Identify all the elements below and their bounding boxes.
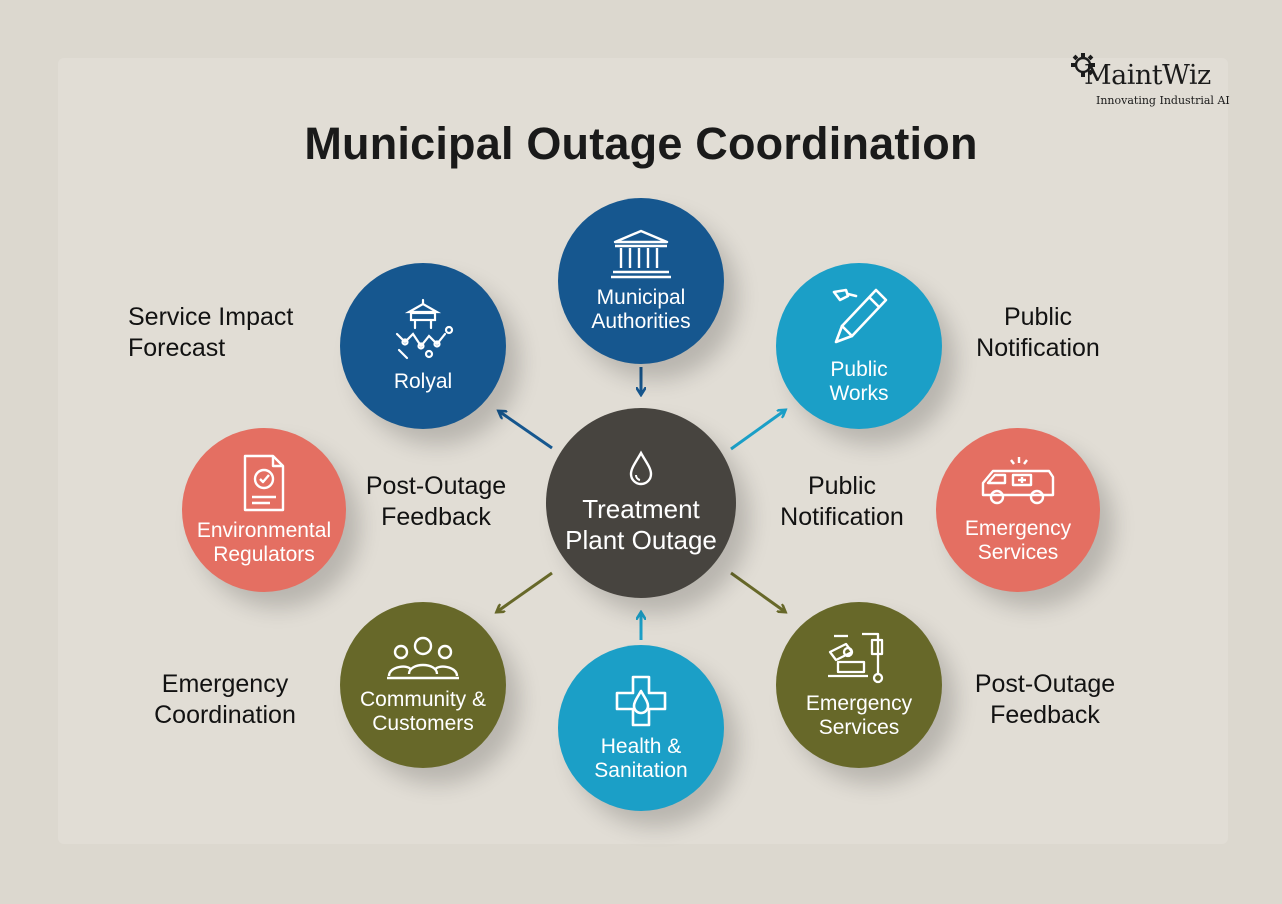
- node-environmental-regulators: Environmental Regulators: [182, 428, 346, 592]
- medical-cross-drop-icon: [615, 675, 667, 726]
- emergency-services-right-label: Emergency Services: [964, 516, 1072, 564]
- label-post-outage-feedback-right: Post-Outage Feedback: [974, 670, 1116, 729]
- node-emergency-services-right: Emergency Services: [936, 428, 1100, 592]
- environmental-regulators-label: Environmental Regulators: [196, 518, 332, 566]
- water-drop-icon: [629, 450, 653, 486]
- rolyal-label: Rolyal: [393, 369, 453, 393]
- node-health-sanitation: Health & Sanitation: [558, 645, 724, 811]
- water-tower-network-icon: [395, 298, 454, 359]
- medical-equipment-icon: [828, 632, 884, 683]
- ambulance-icon: [981, 456, 1055, 504]
- node-rolyal: Rolyal: [340, 263, 506, 429]
- people-group-icon: [387, 636, 459, 679]
- logo-tagline: Innovating Industrial AI: [1096, 94, 1230, 107]
- label-emergency-coordination: Emergency Coordination: [154, 670, 296, 729]
- label-public-notification-mid: Public Notification: [780, 472, 904, 531]
- node-emergency-services-bottom: Emergency Services: [776, 602, 942, 768]
- health-sanitation-label: Health & Sanitation: [594, 734, 688, 782]
- arrow-center-to-emergency: [730, 571, 784, 611]
- municipal-authorities-label: Municipal Authorities: [591, 285, 691, 333]
- public-works-label: Public Works: [829, 357, 889, 405]
- node-municipal-authorities: Municipal Authorities: [558, 198, 724, 364]
- label-public-notification-top: Public Notification: [976, 303, 1100, 362]
- diagram-title: Municipal Outage Coordination: [304, 118, 978, 169]
- node-community-customers: Community & Customers: [340, 602, 506, 768]
- document-seal-icon: [243, 454, 285, 511]
- label-post-outage-feedback-left: Post-Outage Feedback: [365, 472, 507, 531]
- logo-brand: MaintWiz: [1084, 60, 1211, 91]
- emergency-services-bottom-label: Emergency Services: [805, 691, 913, 739]
- label-service-impact-forecast: Service Impact Forecast: [128, 303, 294, 362]
- center-label: Treatment Plant Outage: [565, 493, 717, 555]
- arrow-center-to-public-works: [730, 411, 784, 451]
- government-building-icon: [611, 229, 671, 278]
- community-customers-label: Community & Customers: [359, 687, 487, 735]
- node-public-works: Public Works: [776, 263, 942, 429]
- arrow-center-to-community: [498, 571, 553, 611]
- maintwiz-logo: MaintWiz Innovating Industrial AI: [1066, 50, 1236, 110]
- arrow-center-to-rolyal: [500, 412, 553, 450]
- gear-icon: [1071, 53, 1095, 77]
- center-node-treatment-plant-outage: Treatment Plant Outage: [546, 408, 736, 598]
- wrench-tool-icon: [832, 288, 888, 343]
